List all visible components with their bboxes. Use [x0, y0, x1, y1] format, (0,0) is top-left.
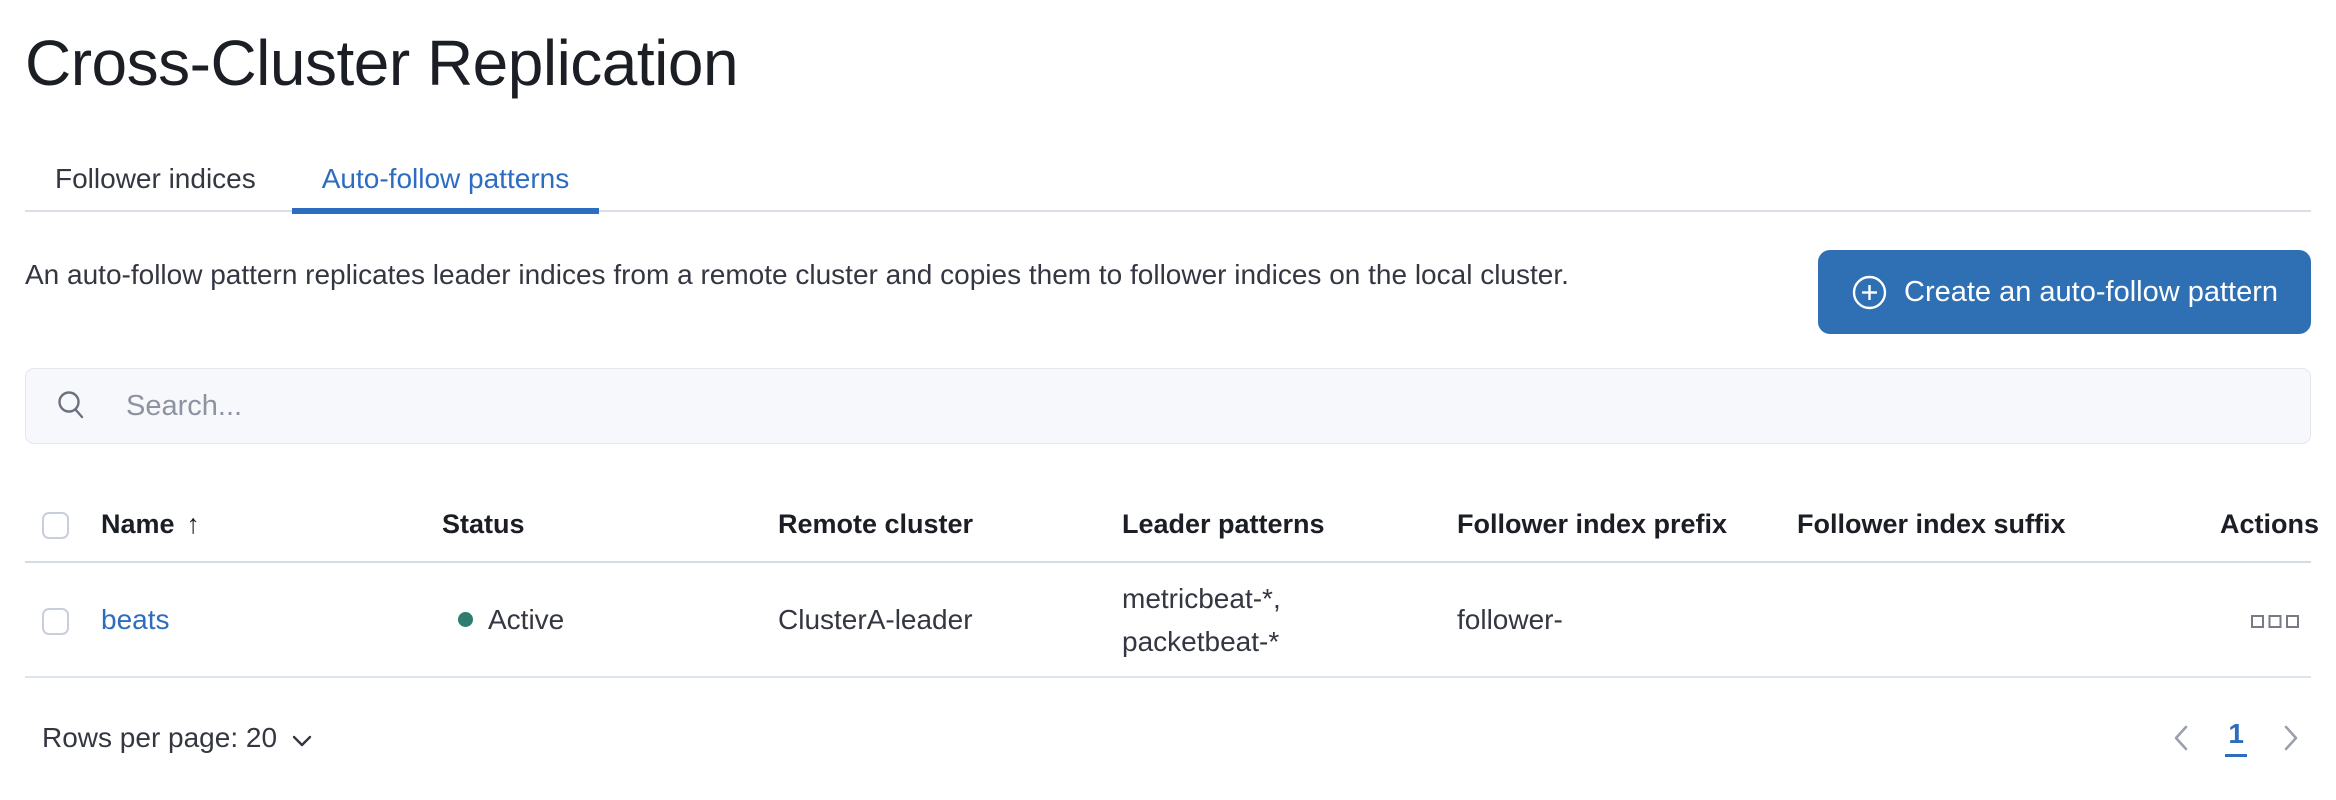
rows-per-page-label: Rows per page: 20	[42, 721, 278, 753]
pattern-name-link[interactable]: beats	[101, 603, 170, 635]
column-header-follower-index-suffix: Follower index suffix	[1797, 488, 2220, 563]
tab-auto-follow-patterns[interactable]: Auto-follow patterns	[291, 148, 600, 214]
chevron-down-icon	[292, 722, 312, 754]
tab-follower-indices-label: Follower indices	[55, 163, 256, 194]
select-all-checkbox[interactable]	[42, 512, 69, 540]
leader-pattern-2: packetbeat-*	[1122, 625, 1280, 657]
intro-row: An auto-follow pattern replicates leader…	[25, 250, 2311, 334]
chevron-left-icon	[2173, 724, 2189, 752]
column-header-follower-index-prefix: Follower index prefix	[1457, 488, 1797, 563]
auto-follow-patterns-table: Name↑ Status Remote cluster Leader patte…	[25, 488, 2319, 678]
plus-in-circle-icon	[1851, 274, 1888, 311]
tab-auto-follow-patterns-label: Auto-follow patterns	[321, 163, 570, 194]
next-page-button[interactable]	[2281, 722, 2301, 754]
table-row-beats: beats Active ClusterA-leader metricbeat-…	[25, 562, 2311, 678]
create-auto-follow-pattern-button[interactable]: Create an auto-follow pattern	[1818, 250, 2311, 334]
cross-cluster-replication-page: Cross-Cluster Replication Follower indic…	[25, 27, 2319, 757]
remote-cluster-cell: ClusterA-leader	[778, 562, 1122, 678]
column-header-actions: Actions	[2220, 488, 2319, 563]
status-active-dot-icon	[458, 612, 473, 627]
search-bar	[25, 368, 2311, 444]
follower-index-prefix-cell: follower-	[1457, 562, 1797, 678]
status-label: Active	[488, 603, 565, 635]
column-header-status: Status	[442, 488, 778, 563]
page-description: An auto-follow pattern replicates leader…	[25, 259, 1569, 290]
status-cell: Active	[442, 604, 778, 636]
chevron-right-icon	[2283, 724, 2299, 752]
row-checkbox[interactable]	[42, 607, 69, 635]
tab-follower-indices[interactable]: Follower indices	[25, 148, 286, 210]
table-footer: Rows per page: 20 1	[25, 718, 2311, 757]
all-actions-boxes-icon	[2251, 614, 2299, 629]
create-button-label: Create an auto-follow pattern	[1904, 275, 2278, 308]
search-input[interactable]	[25, 368, 2311, 444]
table-header-row: Name↑ Status Remote cluster Leader patte…	[25, 488, 2319, 563]
leader-patterns-cell: metricbeat-*, packetbeat-*	[1122, 577, 1457, 663]
page-1-button[interactable]: 1	[2225, 718, 2247, 757]
pagination: 1	[2171, 718, 2301, 757]
rows-per-page-dropdown[interactable]: Rows per page: 20	[42, 722, 312, 754]
previous-page-button[interactable]	[2171, 722, 2191, 754]
tab-bar: Follower indices Auto-follow patterns	[25, 148, 2311, 214]
sort-ascending-icon: ↑	[186, 509, 201, 539]
follower-index-suffix-cell	[1797, 562, 2220, 678]
column-header-leader-patterns: Leader patterns	[1122, 488, 1457, 563]
page-title: Cross-Cluster Replication	[25, 27, 739, 99]
leader-pattern-1: metricbeat-*,	[1122, 582, 1281, 614]
column-header-name[interactable]: Name↑	[101, 488, 442, 563]
column-header-remote-cluster: Remote cluster	[778, 488, 1122, 563]
row-actions-button[interactable]	[2247, 610, 2303, 633]
